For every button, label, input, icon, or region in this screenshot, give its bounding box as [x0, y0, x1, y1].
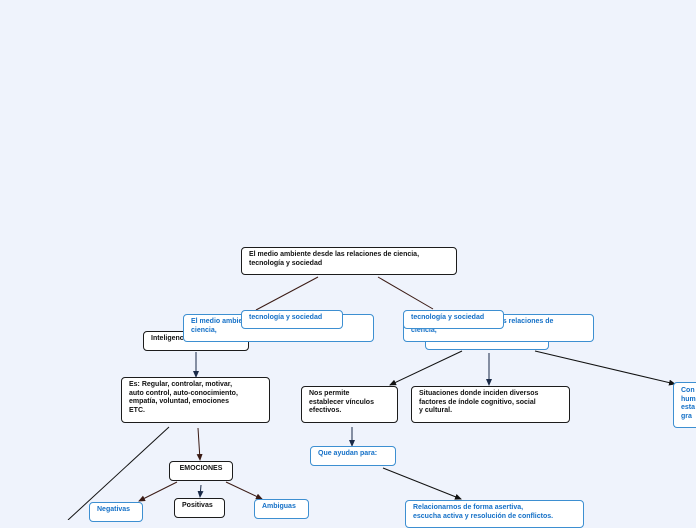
link-es-offpage — [67, 426, 170, 520]
link-emociones-negativas — [138, 481, 178, 502]
tecnologia-sociedad-tag-right[interactable]: tecnología y sociedad — [403, 310, 504, 329]
relacionarnos-node[interactable]: Relacionarnos de forma asertiva, escucha… — [405, 500, 584, 528]
situaciones-node[interactable]: Situaciones donde inciden diversos facto… — [411, 386, 570, 423]
right-edge-node[interactable]: Con hum esta gra — [673, 382, 696, 428]
negativas-node[interactable]: Negativas — [89, 502, 143, 522]
link-right-edge — [534, 350, 676, 386]
root-topic-node[interactable]: El medio ambiente desde las relaciones d… — [241, 247, 457, 275]
tecnologia-sociedad-tag-left[interactable]: tecnología y sociedad — [241, 310, 343, 329]
positivas-node[interactable]: Positivas — [174, 498, 225, 518]
link-emociones-positivas — [197, 484, 204, 498]
es-regular-node[interactable]: Es: Regular, controlar, motivar, auto co… — [121, 377, 270, 423]
nos-permite-node[interactable]: Nos permite establecer vínculos efectivo… — [301, 386, 398, 423]
link-root-left — [255, 276, 319, 311]
que-ayudan-node[interactable]: Que ayudan para: — [310, 446, 396, 466]
link-emociones-ambiguas — [225, 481, 263, 500]
link-es-emociones — [196, 427, 203, 461]
link-root-right — [377, 276, 434, 310]
link-right-nospermite — [389, 350, 463, 386]
link-ayudan-relacionarnos — [382, 467, 462, 500]
emociones-node[interactable]: EMOCIONES — [169, 461, 233, 481]
ambiguas-node[interactable]: Ambiguas — [254, 499, 309, 519]
